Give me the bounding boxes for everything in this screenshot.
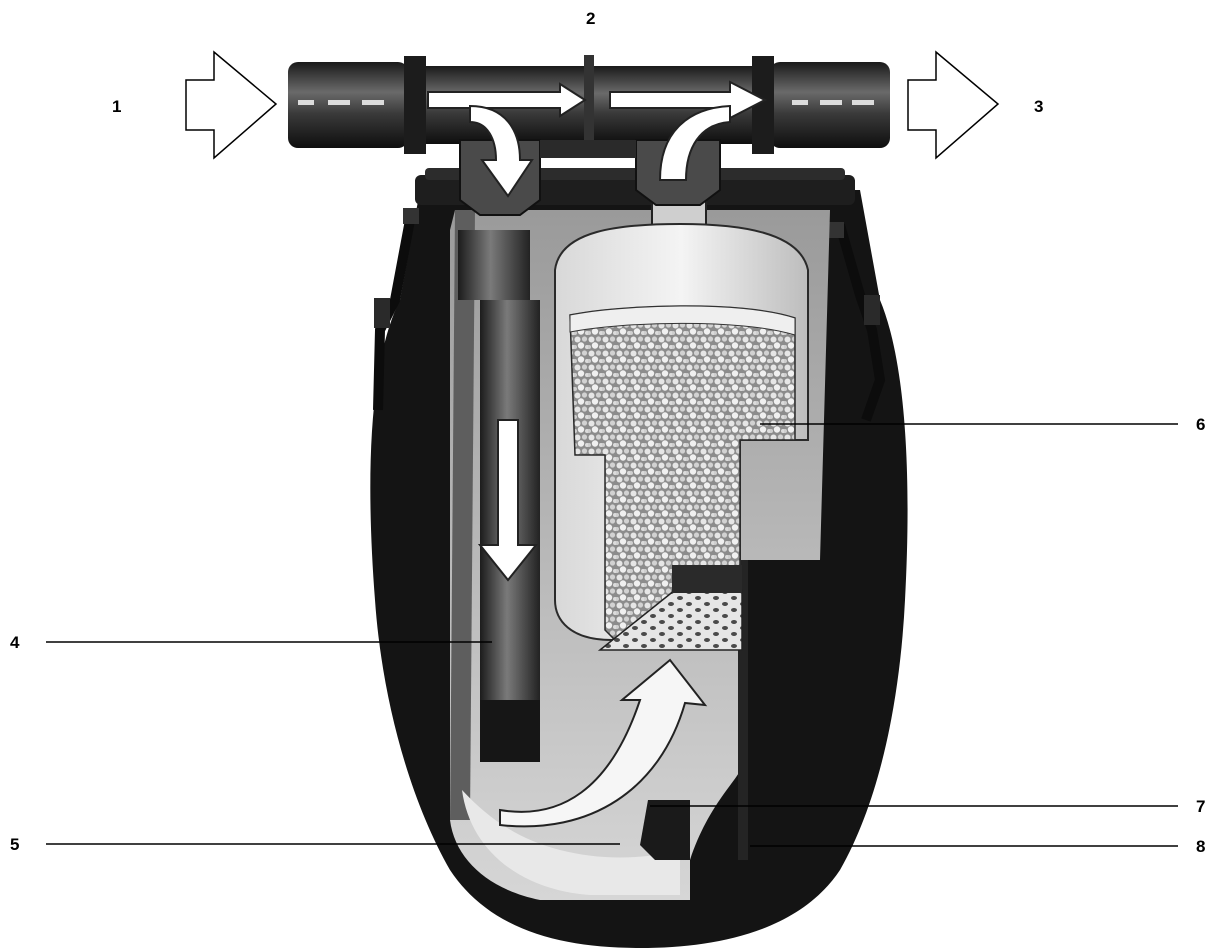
down-flow-arrow bbox=[477, 419, 539, 582]
filter-cartridge bbox=[554, 189, 809, 651]
callout-lines bbox=[46, 423, 1178, 847]
label-2: 2 bbox=[586, 9, 595, 28]
upflow-arrow bbox=[499, 658, 708, 828]
left-handle bbox=[373, 208, 419, 411]
label-8: 8 bbox=[1196, 837, 1205, 856]
label-6: 6 bbox=[1196, 415, 1205, 434]
label-3: 3 bbox=[1034, 97, 1043, 116]
label-4: 4 bbox=[10, 633, 20, 652]
outlet-arrow bbox=[907, 50, 1000, 160]
label-7: 7 bbox=[1196, 797, 1205, 816]
label-1: 1 bbox=[112, 97, 121, 116]
inlet-arrow bbox=[185, 50, 278, 160]
top-flow-arrows bbox=[427, 80, 768, 198]
label-5: 5 bbox=[10, 835, 19, 854]
right-handle bbox=[828, 222, 886, 422]
